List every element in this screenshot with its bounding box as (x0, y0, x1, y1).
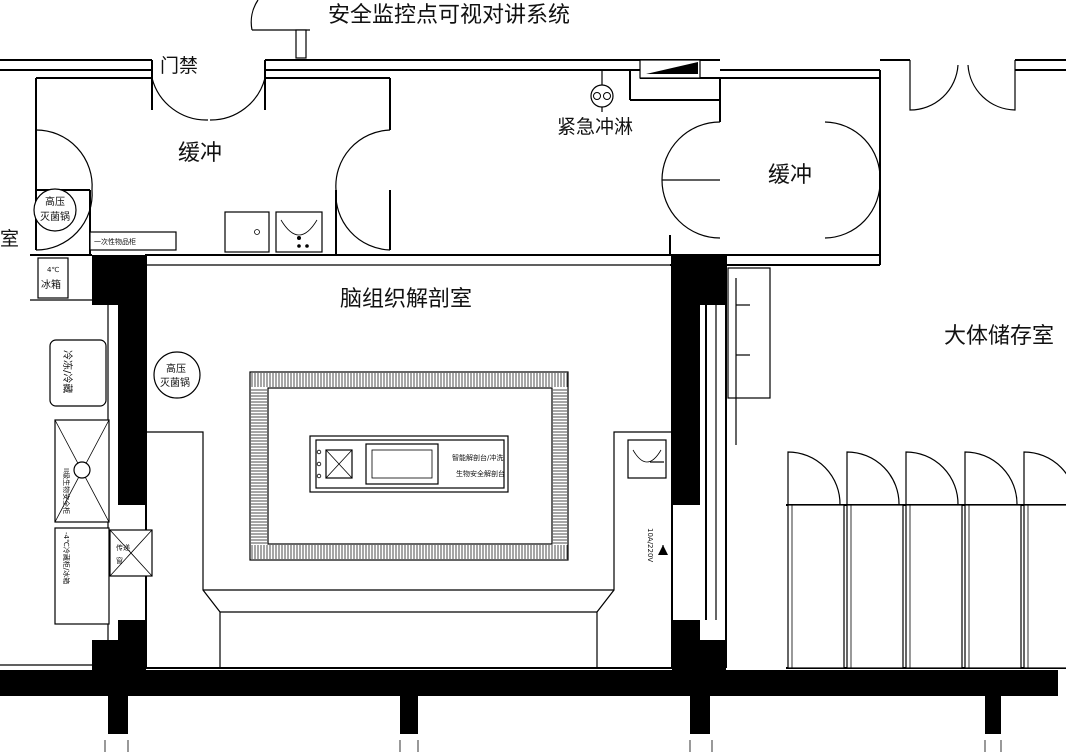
wall-cabinet (727, 267, 771, 399)
storage-chamber (905, 504, 963, 669)
fridge-label-1: 4℃ (47, 266, 59, 274)
emergency-shower (590, 70, 614, 112)
autoclave-mid-label-2: 灭菌锅 (160, 377, 190, 389)
cold-storage (54, 527, 110, 625)
chamber-door (846, 451, 900, 506)
buffer-right-label: 缓冲 (768, 163, 812, 188)
chamber-door (905, 451, 959, 506)
storage-chamber (846, 504, 904, 669)
table-tray (365, 443, 439, 485)
right-side (705, 255, 771, 668)
buffer-left-label: 缓冲 (178, 141, 222, 166)
storage-chamber (787, 504, 845, 669)
table-label-2: 生物安全解剖台 (456, 469, 505, 478)
storage-chamber (964, 504, 1022, 669)
system-label: 安全监控点可视对讲系统 (328, 3, 570, 28)
chamber-door (964, 451, 1018, 506)
left-equipment (30, 254, 110, 640)
room-edge-label: 室 (0, 228, 19, 250)
socket-label: 10A/220V (646, 528, 654, 562)
emergency-shower-label: 紧急冲淋 (557, 116, 633, 138)
cold-storage-label: -4℃冷藏柜/冰箱 (62, 532, 71, 584)
dissection-table (309, 435, 509, 493)
buffer-room-right (629, 60, 1016, 266)
table-label-1: 智能解剖台/冲洗 (452, 453, 503, 462)
autoclave-top (33, 188, 77, 232)
freezer (49, 339, 107, 407)
storage-chambers (786, 451, 1066, 669)
floor-mat (249, 371, 569, 561)
disposable-cabinet-label: 一次性物品柜 (94, 237, 136, 246)
autoclave-top-label-2: 灭菌锅 (40, 211, 70, 223)
top-walls (0, 0, 1066, 79)
bottom-wall (0, 664, 1058, 752)
storage-chamber (1023, 504, 1066, 669)
chamber-door (1023, 451, 1066, 505)
main-room-label: 脑组织解剖室 (340, 287, 472, 312)
fridge-label-2: 冰箱 (41, 278, 61, 291)
pass-box-label-2: 窗 (116, 556, 123, 565)
storage-room-label: 大体储存室 (944, 324, 1054, 349)
autoclave-mid-label-1: 高压 (166, 362, 186, 375)
pass-box-label-1: 传递 (116, 543, 130, 552)
fridge (37, 257, 69, 299)
autoclave-mid (153, 351, 201, 399)
chamber-door (787, 451, 841, 506)
freezer-label: 冷冻/冷藏 (61, 350, 74, 393)
access-control-label: 门禁 (160, 55, 198, 77)
biosafety-cabinet-label: II级生物安全柜 (62, 468, 71, 514)
buffer-room-left (35, 60, 391, 255)
main-room (92, 254, 726, 670)
disposable-cabinet (89, 231, 177, 251)
autoclave-top-label-1: 高压 (45, 195, 65, 208)
